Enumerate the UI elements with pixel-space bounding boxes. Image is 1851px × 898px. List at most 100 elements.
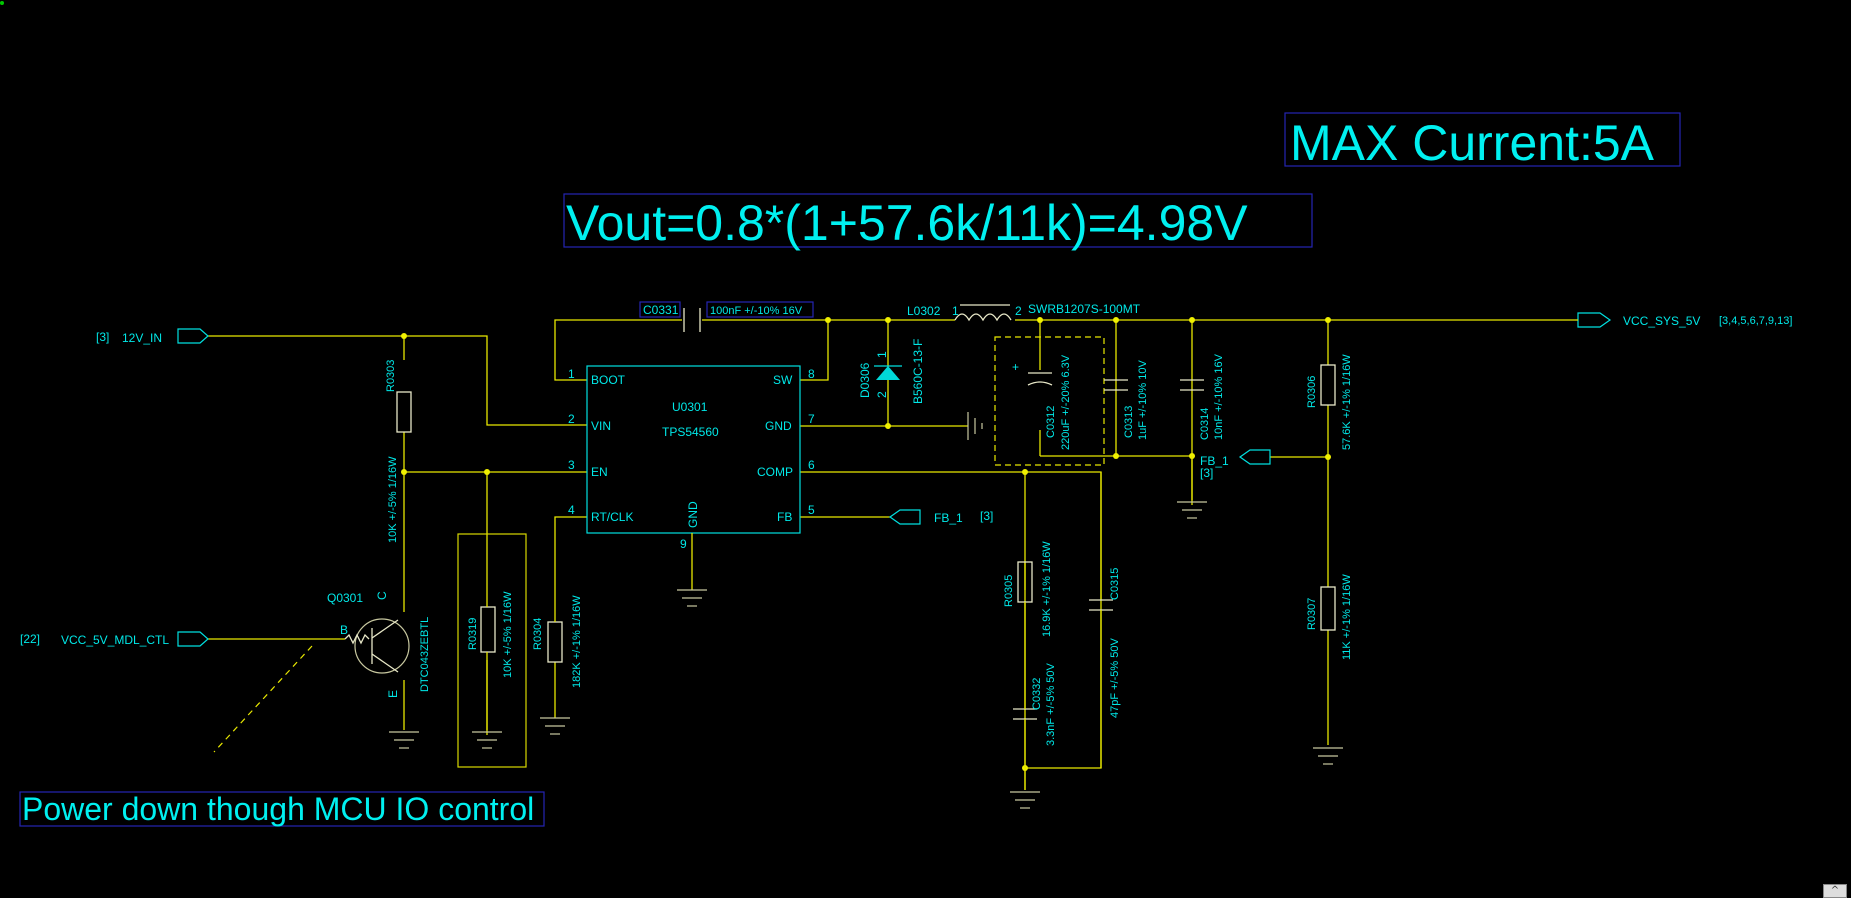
pin-num: 1 xyxy=(875,351,889,358)
port-12v-in[interactable]: [3] 12V_IN xyxy=(96,328,209,345)
l0302-value: SWRB1207S-100MT xyxy=(1028,302,1141,316)
pin-name-rtclk: RT/CLK xyxy=(591,510,633,524)
port-vcc-5v-mdl-ctl[interactable]: [22] VCC_5V_MDL_CTL xyxy=(20,631,209,647)
r0306-ref: R0306 xyxy=(1306,376,1318,408)
c0314-ref: C0314 xyxy=(1199,408,1211,440)
port-12v-in-name: 12V_IN xyxy=(122,331,162,345)
port-vcc-sys-name: VCC_SYS_5V xyxy=(1623,314,1700,328)
ic-ref: U0301 xyxy=(672,400,708,414)
ground-symbols xyxy=(389,501,1343,809)
c0313-value: 1uF +/-10% 10V xyxy=(1137,360,1149,440)
wires xyxy=(208,319,1575,790)
r0304-ref: R0304 xyxy=(532,618,544,650)
port-arrow-icon xyxy=(1577,312,1612,328)
ground-symbol xyxy=(967,412,983,440)
c0313-ref: C0313 xyxy=(1123,406,1135,438)
ic-u0301[interactable]: U0301 TPS54560 1 BOOT 2 VIN 3 EN 4 RT/CL… xyxy=(568,365,815,590)
port-fb-out-ref: [3] xyxy=(980,509,993,523)
note-pointer-line xyxy=(213,645,313,753)
r0319-ref: R0319 xyxy=(467,618,479,650)
c0315-value: 47pF +/-5% 50V xyxy=(1109,638,1121,718)
max-current-text: MAX Current:5A xyxy=(1290,115,1655,171)
port-fb-in[interactable]: FB_1 [3] xyxy=(1200,449,1271,480)
r0303-ref: R0303 xyxy=(385,360,397,392)
c0312-value: 220uF +/-20% 6.3V xyxy=(1060,354,1072,450)
cap-c0314[interactable]: C0314 10nF +/-10% 16V xyxy=(1180,353,1225,500)
port-vcc-sys-5v[interactable]: VCC_SYS_5V [3,4,5,6,7,9,13] xyxy=(1575,312,1792,328)
pin-name-vin: VIN xyxy=(591,419,611,433)
pin-num: 2 xyxy=(568,412,575,426)
c0332-ref: C0332 xyxy=(1031,678,1043,710)
l0302-ref: L0302 xyxy=(907,304,941,318)
inductor-l0302[interactable]: L0302 1 2 SWRB1207S-100MT xyxy=(907,302,1141,322)
c0331-ref: C0331 xyxy=(643,303,679,317)
resistor-r0305[interactable]: R0305 16.9K +/-1% 1/16W xyxy=(1003,541,1053,637)
pin-name-sw: SW xyxy=(773,373,793,387)
pin-num: 1 xyxy=(952,304,959,318)
r0306-value: 57.6K +/-1% 1/16W xyxy=(1341,354,1353,450)
pin-name-gnd9: GND xyxy=(686,501,700,528)
r0307-value: 11K +/-1% 1/16W xyxy=(1341,574,1353,660)
c0331-value: 100nF +/-10% 16V xyxy=(710,305,803,317)
r0307-ref: R0307 xyxy=(1306,598,1318,630)
ic-part: TPS54560 xyxy=(662,425,719,439)
c0315-ref: C0315 xyxy=(1109,568,1121,600)
cap-c0331[interactable]: C0331 100nF +/-10% 16V xyxy=(639,301,814,332)
port-arrow-icon xyxy=(888,509,921,525)
origin-marker xyxy=(0,1,4,5)
pin-num: 8 xyxy=(808,367,815,381)
cap-c0312[interactable]: + C0312 220uF +/-20% 6.3V xyxy=(994,336,1105,466)
port-ctl-name: VCC_5V_MDL_CTL xyxy=(61,633,169,647)
diode-d0306[interactable]: D0306 1 2 B560C-13-F xyxy=(858,339,925,404)
pin-name-gnd7: GND xyxy=(765,419,792,433)
c0312-ref: C0312 xyxy=(1045,406,1057,438)
resistor-r0319[interactable]: R0319 10K +/-5% 1/16W xyxy=(457,533,527,768)
pin-num: 6 xyxy=(808,458,815,472)
r0305-value: 16.9K +/-1% 1/16W xyxy=(1041,541,1053,637)
d0306-value: B560C-13-F xyxy=(911,339,925,404)
vout-formula-text: Vout=0.8*(1+57.6k/11k)=4.98V xyxy=(566,195,1248,251)
d0306-ref: D0306 xyxy=(858,362,872,398)
plus-icon: + xyxy=(1012,360,1019,374)
pin-name-en: EN xyxy=(591,465,608,479)
r0304-value: 182K +/-1% 1/16W xyxy=(571,595,583,688)
resistor-r0304[interactable]: R0304 182K +/-1% 1/16W xyxy=(532,585,583,688)
power-down-note-text: Power down though MCU IO control xyxy=(22,791,534,827)
max-current-annotation[interactable]: MAX Current:5A xyxy=(1284,112,1681,171)
port-arrow-icon xyxy=(177,328,209,344)
q0301-c: C xyxy=(375,591,389,600)
pin-num: 4 xyxy=(568,503,575,517)
resistor-r0306[interactable]: R0306 57.6K +/-1% 1/16W xyxy=(1306,354,1353,450)
pin-num: 1 xyxy=(568,367,575,381)
cap-c0315[interactable]: C0315 47pF +/-5% 50V xyxy=(1089,568,1121,768)
power-down-note[interactable]: Power down though MCU IO control xyxy=(19,791,545,827)
pin-num: 7 xyxy=(808,412,815,426)
cap-c0313[interactable]: C0313 1uF +/-10% 10V xyxy=(1104,360,1149,440)
r0303-value: 10K +/-5% 1/16W xyxy=(387,456,399,543)
pin-num: 2 xyxy=(875,391,889,398)
c0332-value: 3.3nF +/-5% 50V xyxy=(1045,662,1057,746)
port-arrow-icon xyxy=(1238,449,1271,465)
q0301-value: DTC043ZEBTL xyxy=(419,617,431,692)
corner-scroll-button[interactable]: ^ xyxy=(1823,884,1847,898)
port-fb-in-name: FB_1 xyxy=(1200,454,1229,468)
pin-num: 5 xyxy=(808,503,815,517)
transistor-q0301[interactable]: Q0301 B C E DTC043ZEBTL xyxy=(327,591,431,698)
cap-c0332[interactable]: C0332 3.3nF +/-5% 50V xyxy=(1013,602,1057,790)
resistor-r0303[interactable]: R0303 10K +/-5% 1/16W xyxy=(385,360,412,543)
pin-num: 2 xyxy=(1015,304,1022,318)
q0301-b: B xyxy=(340,623,348,637)
port-ctl-ref: [22] xyxy=(20,632,40,646)
port-vcc-sys-ref: [3,4,5,6,7,9,13] xyxy=(1719,315,1792,327)
pin-name-boot: BOOT xyxy=(591,373,626,387)
pin-num: 9 xyxy=(680,537,687,551)
resistor-r0307[interactable]: R0307 11K +/-1% 1/16W xyxy=(1306,574,1353,660)
port-12v-in-ref: [3] xyxy=(96,330,109,344)
port-fb-in-ref: [3] xyxy=(1200,466,1213,480)
r0305-ref: R0305 xyxy=(1003,575,1015,607)
pin-num: 3 xyxy=(568,458,575,472)
port-fb-out[interactable]: FB_1 [3] xyxy=(888,509,993,525)
vout-formula-annotation[interactable]: Vout=0.8*(1+57.6k/11k)=4.98V xyxy=(563,193,1313,251)
q0301-ref: Q0301 xyxy=(327,591,363,605)
